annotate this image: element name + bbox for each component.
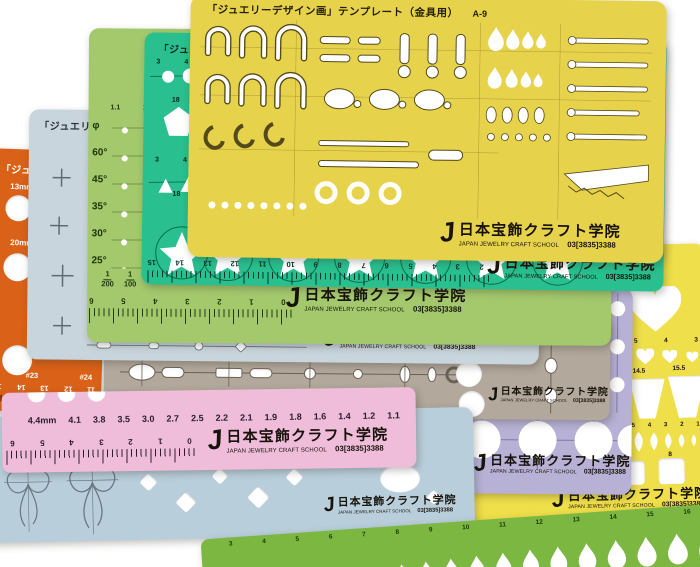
brand-name-jp: 日本宝飾クラフト学院 <box>226 426 389 446</box>
brand-phone: 03[3835]3388 <box>433 343 476 351</box>
brand-j-icon: J <box>471 448 488 477</box>
yellow-right-trapezoid-label: 14.5 <box>632 367 646 375</box>
bottom-blue-design-sketches <box>4 460 119 535</box>
brand-logo: J 日本宝飾クラフト学院 JAPAN JEWELRY CRAFT SCHOOL … <box>471 448 631 477</box>
brand-name-en: JAPAN JEWELRY CRAFT SCHOOL <box>337 507 412 515</box>
square-cutout <box>658 457 685 485</box>
diamond-cutout <box>139 472 158 492</box>
brand-phone: 03[3835]3388 <box>335 443 384 454</box>
marquise-cutout-row <box>634 431 697 452</box>
orange-hash24-label: #24 <box>79 372 93 382</box>
blue-gray-cross-marks <box>50 168 74 335</box>
brand-logo: J 日本宝飾クラフト学院 JAPAN JEWELRY CRAFT SCHOOL … <box>486 383 609 405</box>
brand-name-jp: 日本宝飾クラフト学院 <box>304 286 467 305</box>
brand-j-icon: J <box>204 423 225 456</box>
brand-name-jp: 日本宝飾クラフト学院 <box>500 386 609 399</box>
taupe-circle-cutout <box>455 360 483 388</box>
heart-cutout <box>686 351 699 363</box>
yellow-a9-title: 「ジュエリーデザイン画」テンプレート（金具用） <box>206 3 459 20</box>
brand-phone: 03[3835]3388 <box>567 240 616 250</box>
brand-name-en: JAPAN JEWELRY CRAFT SCHOOL <box>458 241 560 249</box>
trapezoid-cutout <box>629 378 666 419</box>
brand-phone: 03[3835]3388 <box>412 304 462 314</box>
brand-logo: J 日本宝飾クラフト学院 JAPAN JEWELRY CRAFT SCHOOL … <box>204 423 389 456</box>
brand-name-jp: 日本宝飾クラフト学院 <box>489 452 631 469</box>
orange-hash23-label: #23 <box>25 370 39 381</box>
brand-logo: J 日本宝飾クラフト学院 JAPAN JEWELRY CRAFT SCHOOL … <box>283 281 467 314</box>
brand-logo: J 日本宝飾クラフト学院 JAPAN JEWELRY CRAFT SCHOOL … <box>321 493 457 517</box>
brand-name-en: JAPAN JEWELRY CRAFT SCHOOL <box>500 397 568 404</box>
lavender-circle-column <box>609 292 626 413</box>
brand-j-icon: J <box>486 383 500 405</box>
diamond-cutout <box>211 467 229 485</box>
pink-ruler-ticks <box>6 448 199 465</box>
brand-name-jp: 日本宝飾クラフト学院 <box>458 221 621 241</box>
brand-phone: 03[3835]3388 <box>417 506 454 514</box>
brand-name-en: JAPAN JEWELRY CRAFT SCHOOL <box>226 447 327 455</box>
brand-name-en: JAPAN JEWELRY CRAFT SCHOOL <box>304 306 405 314</box>
light-green-ruler-ticks <box>89 308 294 325</box>
heart-cutout <box>662 349 678 364</box>
template-yellow-a9: 「ジュエリーデザイン画」テンプレート（金具用） A-9 <box>187 0 667 264</box>
oval-cutout <box>379 463 421 493</box>
diamond-cutout <box>285 467 304 487</box>
diamond-cutout <box>247 486 270 509</box>
blue-gray-small-findings <box>86 340 307 353</box>
brand-name-en: JAPAN JEWELRY CRAFT SCHOOL <box>489 468 577 476</box>
jewelry-findings-cutout-art <box>198 20 653 220</box>
trapezoid-cutout <box>668 375 700 418</box>
brand-j-icon: J <box>283 281 303 314</box>
heart-cutout <box>636 348 655 365</box>
brand-j-icon: J <box>437 216 457 249</box>
diamond-cutout <box>175 491 197 513</box>
brand-phone: 03[3835]3388 <box>605 271 651 282</box>
heart-cutout <box>628 285 682 333</box>
taupe-findings-row <box>119 358 461 389</box>
template-bottom-blue: J 日本宝飾クラフト学院 JAPAN JEWELRY CRAFT SCHOOL … <box>0 406 476 544</box>
brand-phone: 03[3835]3388 <box>583 468 626 476</box>
brand-phone: 03[3835]3388 <box>572 398 606 405</box>
template-blue-gray: 「ジュエリー J 日本宝飾クラフト学院 JAPAN JEWELRY CRAFT … <box>26 109 542 365</box>
brand-logo: J 日本宝飾クラフト学院 JAPAN JEWELRY CRAFT SCHOOL … <box>437 216 621 250</box>
yellow-a9-model-number: A-9 <box>472 8 488 19</box>
yellow-right-trapezoid-label: 15.5 <box>672 364 686 373</box>
brand-j-icon: J <box>321 493 337 517</box>
brand-name-en: JAPAN JEWELRY CRAFT SCHOOL <box>339 343 427 351</box>
